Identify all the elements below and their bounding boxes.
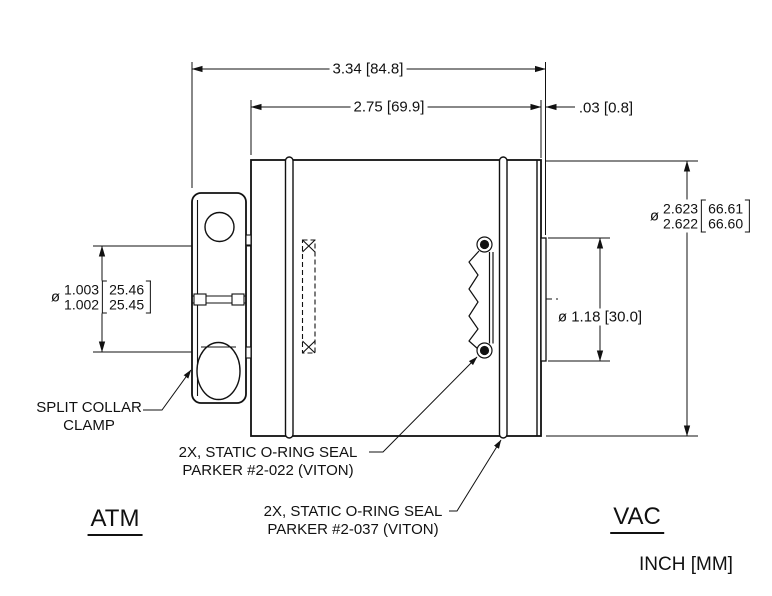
zone-vac: VAC <box>610 504 664 534</box>
dim-bore-left: ø 1.003 1.002 25.46 25.45 <box>48 280 154 314</box>
label-split-collar-clamp: SPLIT COLLAR CLAMP <box>36 399 142 434</box>
oring-cross-section-top <box>479 239 490 250</box>
label-line: PARKER #2-037 (VITON) <box>267 520 439 538</box>
split-collar-clamp <box>191 192 252 404</box>
dim-bore-right: ø 1.18 [30.0] <box>554 308 646 326</box>
label-oring-037: 2X, STATIC O-RING SEAL PARKER #2-037 (VI… <box>264 503 443 538</box>
bracket-close <box>146 280 152 314</box>
clamp-bottom-hole <box>196 341 241 401</box>
bracket-open <box>701 199 707 233</box>
od-upper-mm: 66.61 <box>708 200 744 216</box>
diameter-symbol: ø <box>649 207 660 225</box>
dim-outer-diameter: ø 2.623 2.622 66.61 66.60 <box>647 199 753 233</box>
label-line: 2X, STATIC O-RING SEAL <box>178 444 358 461</box>
od-upper-in: 2.623 <box>663 200 699 216</box>
label-line: CLAMP <box>63 416 115 434</box>
oring-cross-section-bottom <box>479 345 490 356</box>
seal-sleeve <box>488 252 494 344</box>
zone-atm: ATM <box>87 506 143 536</box>
coupling-body <box>250 156 547 439</box>
label-line: 2X, STATIC O-RING SEAL <box>263 503 443 520</box>
wave-spring <box>468 250 480 350</box>
oring-capsule-left <box>284 156 294 439</box>
oring-capsule-right <box>498 156 508 439</box>
bracket-close <box>745 199 751 233</box>
end-step <box>540 237 547 362</box>
dim-overall-length: 3.34 [84.8] <box>329 60 407 78</box>
leader-lines <box>143 356 502 512</box>
hidden-groove <box>301 239 316 354</box>
leader-oring-037 <box>449 439 502 512</box>
bracket-open <box>102 280 108 314</box>
label-oring-022: 2X, STATIC O-RING SEAL PARKER #2-022 (VI… <box>179 444 358 479</box>
units-note: INCH [MM] <box>639 554 733 575</box>
bore-upper-mm: 25.46 <box>109 281 145 297</box>
dim-end-step: .03 [0.8] <box>575 99 637 117</box>
od-lower-in: 2.622 <box>663 215 699 231</box>
od-lower-mm: 66.60 <box>708 215 744 231</box>
extension-lines <box>191 62 698 437</box>
dim-body-length: 2.75 [69.9] <box>350 98 428 116</box>
bore-lower-mm: 25.45 <box>109 296 145 312</box>
leader-split-collar <box>143 369 192 411</box>
bore-upper-in: 1.003 <box>64 281 100 297</box>
clamp-top-hole <box>204 211 235 243</box>
internal-oring-assembly <box>468 236 494 359</box>
bore-lower-in: 1.002 <box>64 296 100 312</box>
diameter-symbol: ø <box>50 288 61 306</box>
label-line: SPLIT COLLAR <box>36 399 142 416</box>
label-line: PARKER #2-022 (VITON) <box>182 461 354 479</box>
leader-oring-022 <box>369 356 478 453</box>
